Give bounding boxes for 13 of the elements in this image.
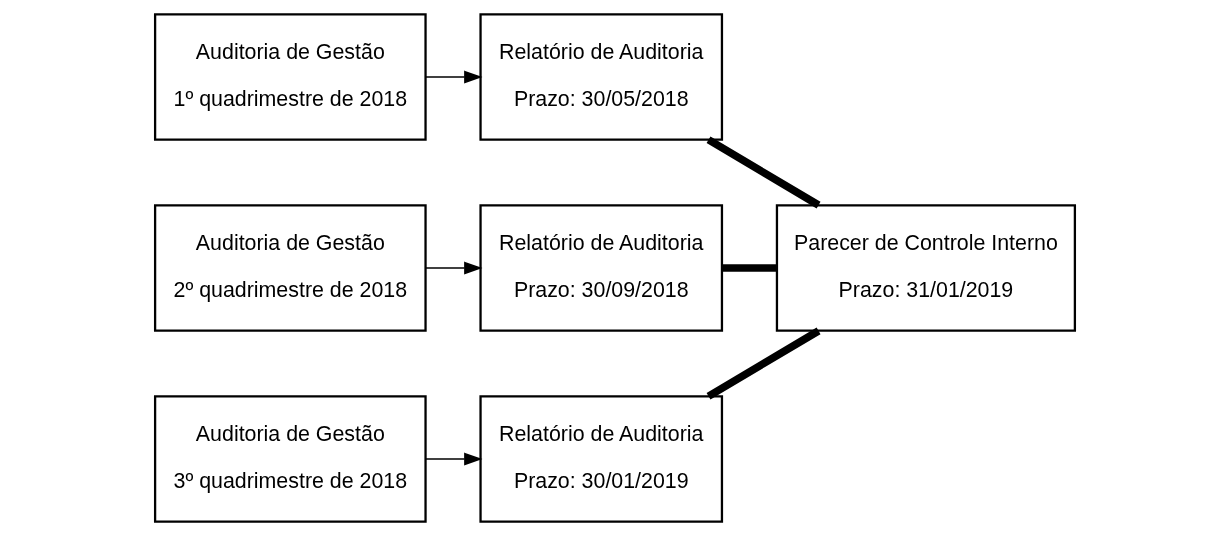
- connector: [706, 136, 821, 209]
- arrow: [424, 70, 482, 84]
- arrow: [424, 452, 482, 466]
- node-box: Relatório de Auditoria Prazo: 30/05/2018: [478, 13, 723, 141]
- node-box: Parecer de Controle Interno Prazo: 31/01/2019: [775, 204, 1076, 332]
- connector: [721, 264, 777, 272]
- node-box: Auditoria de Gestão 3º quadrimestre de 2018: [153, 395, 427, 523]
- node-box: Relatório de Auditoria Prazo: 30/09/2018: [478, 204, 723, 332]
- arrow: [424, 261, 482, 275]
- node-box: Auditoria de Gestão 2º quadrimestre de 2018: [153, 204, 427, 332]
- node-box: Relatório de Auditoria Prazo: 30/01/2019: [478, 395, 723, 523]
- node-box: Auditoria de Gestão 1º quadrimestre de 2018: [153, 13, 427, 141]
- connector: [706, 327, 821, 400]
